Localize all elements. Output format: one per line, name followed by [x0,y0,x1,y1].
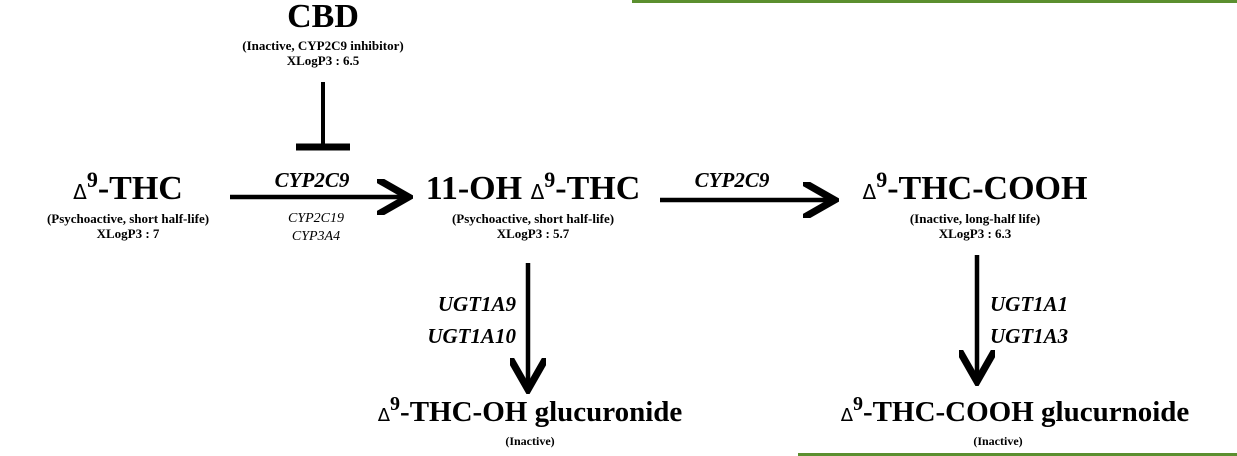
cbd-name: CBD [287,0,359,35]
cooh-gluc-name: Δ9-THC-COOH glucurnoide [798,393,1232,432]
oh-thc-delta: Δ [530,180,545,204]
oh-gluc-label: -THC-OH [400,396,528,428]
cooh-xlogp: XLogP3 : 6.3 [938,226,1012,241]
enzyme-step1-minor-2: CYP3A4 [291,229,341,244]
cooh-note: (Inactive, long-half life) [909,211,1041,226]
cooh-gluc-suffix: glucurnoide [1033,396,1190,428]
enzyme-step2-main: CYP2C9 [694,168,770,192]
cooh-gluc-label: -THC-COOH [863,396,1034,428]
cooh-sup: 9 [876,167,888,192]
thc-label: -THC [97,170,183,207]
enzyme-oh-ugt-1: UGT1A9 [437,292,516,316]
oh-thc-xlogp: XLogP3 : 5.7 [496,226,570,241]
cooh-node: Δ9-THC-COOH (Inactive, long-half life) X… [840,169,1110,242]
oh-gluc-suffix: glucuronide [527,396,683,428]
thc-sup: 9 [86,167,98,192]
oh-thc-prefix: 11-OH [425,170,531,207]
oh-gluc-node: Δ9-THC-OH glucuronide (Inactive) [330,393,730,449]
cooh-gluc-sup: 9 [853,393,864,415]
oh-thc-label: -THC [555,170,641,207]
cbd-xlogp: XLogP3 : 6.5 [286,53,360,68]
enzyme-step1-minor-1: CYP2C19 [287,211,344,226]
thc-note: (Psychoactive, short half-life) [46,211,210,226]
cbd-note: (Inactive, CYP2C9 inhibitor) [242,38,404,53]
cooh-delta: Δ [862,180,877,204]
thc-name: Δ9-THC [8,169,248,209]
thc-xlogp: XLogP3 : 7 [96,226,160,241]
enzyme-step1-main: CYP2C9 [274,168,350,192]
cooh-name: Δ9-THC-COOH [840,169,1110,209]
oh-gluc-sup: 9 [390,393,401,415]
enzyme-cooh-ugt-2: UGT1A3 [990,324,1069,348]
thc-delta: Δ [73,180,87,204]
cooh-gluc-delta: Δ [840,405,854,426]
oh-thc-name: 11-OH Δ9-THC [408,169,658,209]
cooh-gluc-node: Δ9-THC-COOH glucurnoide (Inactive) [798,393,1232,449]
oh-gluc-note: (Inactive) [505,434,555,448]
oh-thc-sup: 9 [544,167,556,192]
top-green-line [632,0,1237,3]
bottom-green-line [798,453,1237,456]
oh-thc-node: 11-OH Δ9-THC (Psychoactive, short half-l… [408,169,658,242]
enzyme-cooh-ugt-1: UGT1A1 [990,292,1069,316]
oh-gluc-name: Δ9-THC-OH glucuronide [330,393,730,432]
enzyme-oh-ugt-2: UGT1A10 [427,324,516,348]
thc-node: Δ9-THC (Psychoactive, short half-life) X… [8,169,248,242]
oh-thc-note: (Psychoactive, short half-life) [451,211,615,226]
oh-gluc-delta: Δ [377,405,391,426]
cooh-gluc-note: (Inactive) [973,434,1023,448]
cbd-node: CBD (Inactive, CYP2C9 inhibitor) XLogP3 … [213,0,433,68]
cooh-label: -THC-COOH [887,170,1088,207]
